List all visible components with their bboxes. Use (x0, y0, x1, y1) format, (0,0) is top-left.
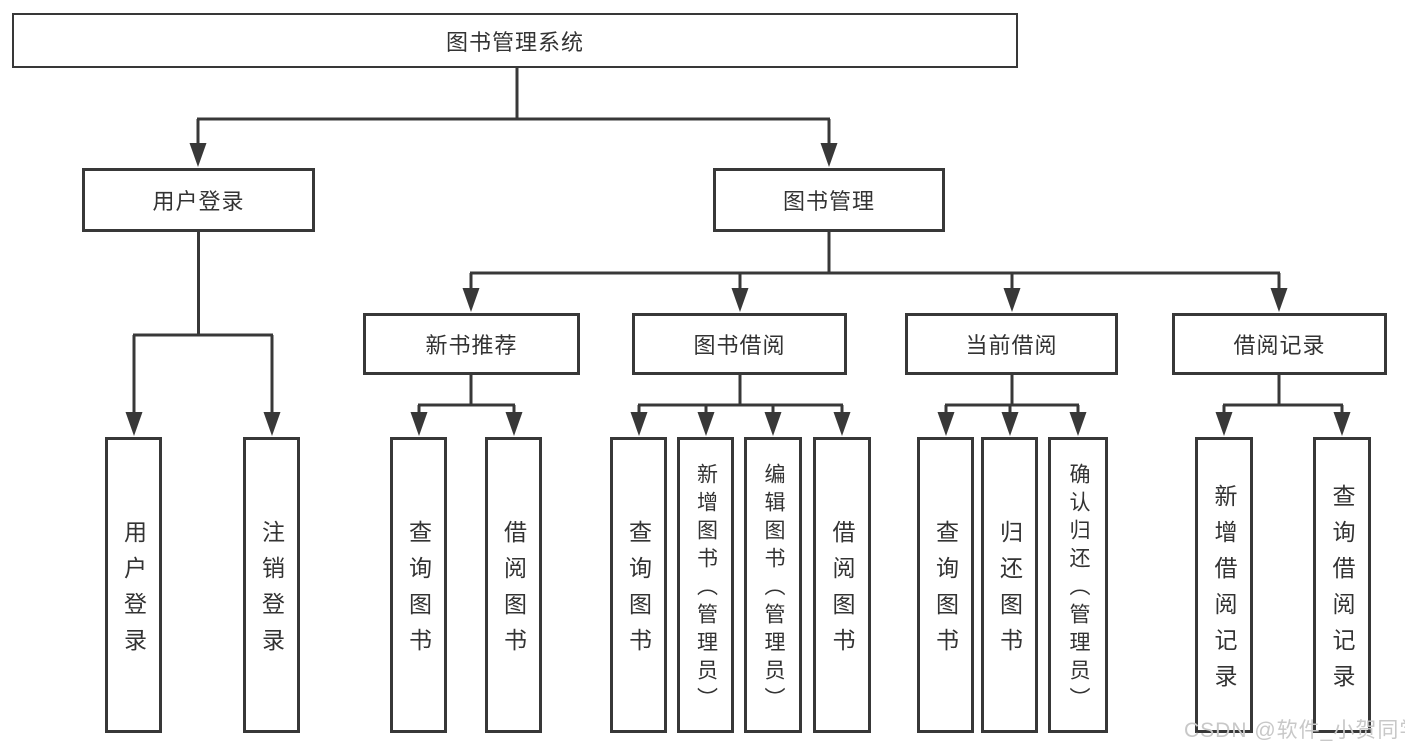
leaf-query-books-recommend-label: 查询图书 (405, 519, 432, 664)
leaf-add-borrow-record: 新增借阅记录 (1195, 437, 1253, 733)
leaf-query-borrow-record-label: 查询借阅记录 (1329, 483, 1355, 700)
leaf-query-books-current: 查询图书 (917, 437, 974, 733)
leaf-logout: 注销登录 (243, 437, 300, 733)
node-book-management-label: 图书管理 (782, 189, 875, 214)
leaf-add-book-admin: 新增图书（管理员） (677, 437, 734, 733)
leaf-confirm-return-admin-label: 确认归还（管理员） (1067, 462, 1090, 715)
node-new-book-recommend: 新书推荐 (363, 313, 580, 375)
node-root-label: 图书管理系统 (445, 29, 584, 55)
leaf-borrow-books-recommend: 借阅图书 (485, 437, 542, 733)
node-user-login-label: 用户登录 (152, 189, 245, 214)
leaf-add-borrow-record-label: 新增借阅记录 (1211, 483, 1237, 700)
leaf-add-book-admin-label: 新增图书（管理员） (694, 462, 718, 715)
leaf-borrow-books-borrowing-label: 借阅图书 (829, 519, 855, 664)
node-current-borrowing: 当前借阅 (905, 313, 1118, 375)
leaf-borrow-books-recommend-label: 借阅图书 (500, 519, 527, 664)
node-new-book-recommend-label: 新书推荐 (425, 333, 518, 358)
leaf-logout-label: 注销登录 (258, 519, 285, 664)
leaf-confirm-return-admin: 确认归还（管理员） (1048, 437, 1108, 733)
leaf-user-login-label: 用户登录 (120, 519, 147, 664)
arrowheads (125, 143, 1351, 436)
node-book-management: 图书管理 (713, 168, 945, 232)
node-borrow-records-label: 借阅记录 (1233, 333, 1326, 358)
connector-lines (132, 68, 1344, 419)
leaf-edit-book-admin: 编辑图书（管理员） (744, 437, 802, 733)
leaf-query-books-current-label: 查询图书 (932, 519, 959, 664)
node-borrow-records: 借阅记录 (1172, 313, 1387, 375)
node-root: 图书管理系统 (12, 13, 1018, 68)
csdn-watermark: CSDN @软件_小贺同学 (1184, 719, 1405, 742)
node-current-borrowing-label: 当前借阅 (965, 333, 1058, 358)
leaf-query-borrow-record: 查询借阅记录 (1313, 437, 1371, 733)
leaf-user-login: 用户登录 (105, 437, 162, 733)
node-book-borrowing-label: 图书借阅 (693, 333, 786, 358)
leaf-query-books-borrowing-label: 查询图书 (625, 519, 652, 664)
leaf-borrow-books-borrowing: 借阅图书 (813, 437, 871, 733)
node-user-login: 用户登录 (82, 168, 315, 232)
leaf-query-books-recommend: 查询图书 (390, 437, 447, 733)
leaf-return-book-label: 归还图书 (996, 519, 1023, 664)
leaf-edit-book-admin-label: 编辑图书（管理员） (762, 462, 785, 715)
leaf-return-book: 归还图书 (981, 437, 1038, 733)
leaf-query-books-borrowing: 查询图书 (610, 437, 667, 733)
node-book-borrowing: 图书借阅 (632, 313, 847, 375)
